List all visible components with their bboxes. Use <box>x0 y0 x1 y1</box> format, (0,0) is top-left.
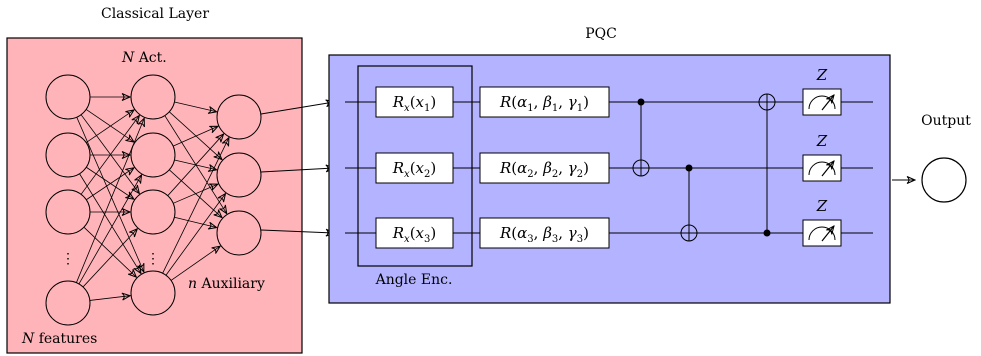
input-hidden-edge <box>78 175 142 285</box>
meter-needle-icon <box>821 95 834 111</box>
rotation-gate-label: R(α3, β3, γ3) <box>499 224 589 245</box>
hidden-auxiliary-edge <box>174 216 216 227</box>
measurement-observable: Z <box>816 66 828 84</box>
classical-to-quantum-arrows <box>260 102 334 233</box>
features-label: N features <box>21 331 97 347</box>
encoding-gate-label: Rx(x1) <box>392 93 437 114</box>
input-hidden-edge <box>82 229 137 288</box>
input-node <box>45 74 91 120</box>
input-hidden-edge <box>89 296 130 301</box>
auxiliary-node <box>216 152 262 198</box>
cnot-control-dot <box>763 229 771 237</box>
classical-network-nodes <box>45 74 262 326</box>
classical-network-edges <box>76 97 229 301</box>
auxiliary-node <box>216 94 262 140</box>
hidden-auxiliary-edge <box>174 101 216 112</box>
measurement-observable: Z <box>816 132 828 150</box>
input-node <box>45 132 91 178</box>
rotation-gate <box>479 86 610 118</box>
auxiliary-label: n Auxiliary <box>188 276 265 292</box>
input-node <box>45 280 91 326</box>
hidden-auxiliary-edge <box>170 246 220 281</box>
rotation-gate <box>479 217 610 249</box>
input-hidden-edge <box>80 115 139 195</box>
rotation-gate-label: R(α2, β2, γ2) <box>499 159 589 180</box>
encoding-gate-label: Rx(x2) <box>392 159 437 180</box>
hidden-auxiliary-edge <box>172 126 218 147</box>
rotation-gate-label: R(α1, β1, γ1) <box>499 93 589 114</box>
hidden-node <box>130 132 176 178</box>
link-arrow <box>260 102 334 115</box>
cnot-control-dot <box>637 98 645 106</box>
output-label: Output <box>921 113 971 129</box>
input-hidden-edge <box>86 168 134 201</box>
angle-encoding-label: Angle Enc. <box>375 272 453 288</box>
auxiliary-node <box>216 210 262 256</box>
encoding-gate <box>375 152 454 184</box>
activations-label: N Act. <box>121 50 167 66</box>
meter-icon <box>808 95 836 110</box>
input-hidden-edge <box>79 173 141 274</box>
encoding-gate <box>375 217 454 249</box>
meter-needle-icon <box>821 226 834 242</box>
measurements: Z Z Z <box>802 66 842 247</box>
angle-encoding-box <box>357 65 473 267</box>
hidden-auxiliary-edge <box>173 184 218 204</box>
measurement-observable: Z <box>816 197 828 215</box>
cnot-gates <box>632 93 776 242</box>
measurement-gate <box>802 219 842 247</box>
hidden-auxiliary-edge <box>167 134 224 196</box>
output-node <box>921 157 967 203</box>
encoding-gate <box>375 86 454 118</box>
rotation-gate <box>479 152 610 184</box>
input-hidden-edge <box>83 226 136 277</box>
input-ellipsis: ⋮ <box>61 251 75 267</box>
meter-needle-icon <box>821 161 834 177</box>
link-arrow <box>260 168 334 173</box>
input-node <box>45 189 91 235</box>
hidden-auxiliary-edge <box>165 194 225 276</box>
measurement-gate <box>802 154 842 182</box>
encoding-gate-label: Rx(x3) <box>392 224 437 245</box>
input-hidden-edge <box>86 166 134 199</box>
quantum-gates: Rx(x1) Rx(x2) Rx(x3) R(α1, β1, γ1) R(α2, β2,… <box>375 86 610 249</box>
hidden-auxiliary-edge <box>169 111 222 160</box>
hidden-node <box>130 270 176 316</box>
input-hidden-edge <box>85 109 134 142</box>
hidden-auxiliary-edge <box>162 138 229 274</box>
meter-icon <box>808 161 836 176</box>
measurement-gate <box>802 88 842 116</box>
classical-layer-title: Classical Layer <box>101 6 209 22</box>
hidden-ellipsis: ⋮ <box>146 251 160 267</box>
input-hidden-edge <box>76 117 144 272</box>
meter-icon <box>808 226 836 241</box>
link-arrow <box>260 230 334 233</box>
cnot-control-dot <box>685 164 693 172</box>
input-hidden-edge <box>85 110 134 143</box>
hidden-node <box>130 74 176 120</box>
pqc-title: PQC <box>585 26 617 42</box>
hidden-node <box>130 189 176 235</box>
input-hidden-edge <box>80 114 139 194</box>
